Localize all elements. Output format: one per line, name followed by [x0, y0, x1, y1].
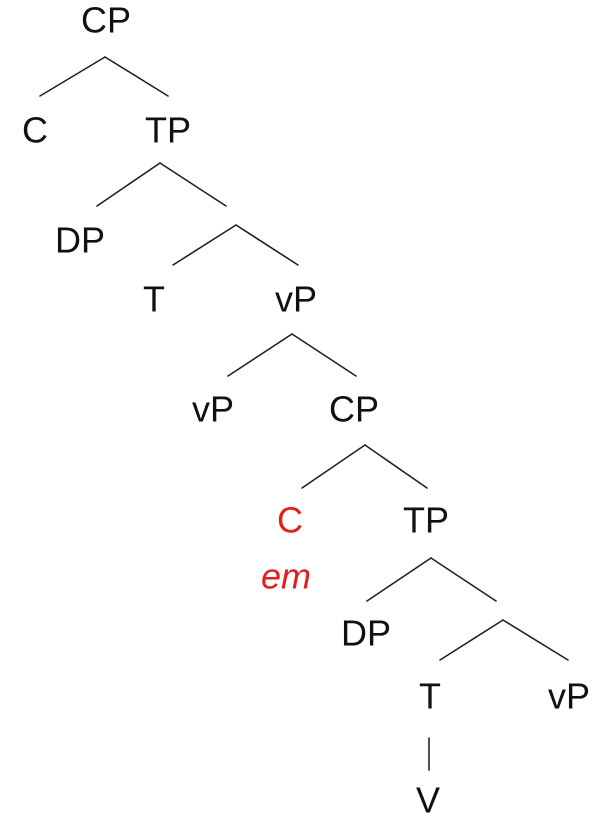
- branch-tp2-to-tbar: [430, 557, 497, 602]
- node-vp-adjoined: vP: [192, 389, 234, 430]
- branch-cp-to-tp: [364, 444, 428, 489]
- branch-tp-to-tbar: [159, 162, 227, 207]
- branch-tbar2-to-vp: [502, 619, 569, 661]
- node-v-head: V: [416, 780, 440, 821]
- branch-cp-root-to-c: [39, 56, 106, 97]
- branch-vp-to-vp: [227, 333, 293, 377]
- branch-tp-to-dp: [96, 162, 161, 207]
- node-tp-embedded: TP: [403, 500, 449, 541]
- branch-tbar-to-t: [172, 224, 237, 266]
- branch-vp-to-cp: [291, 333, 357, 377]
- node-dp-embedded: DP: [341, 613, 391, 654]
- branch-cp-to-c: [301, 444, 366, 489]
- branch-tp2-to-dp: [366, 557, 432, 602]
- node-c-embedded: C: [277, 500, 303, 541]
- node-cp-root: CP: [81, 0, 131, 41]
- branch-tbar-to-vp: [235, 224, 299, 266]
- node-vp-upper: vP: [275, 279, 317, 320]
- branch-tbar2-to-t: [439, 619, 504, 661]
- node-c-top: C: [22, 110, 48, 151]
- node-dp-top: DP: [55, 220, 105, 261]
- branch-cp-root-to-tp: [104, 56, 169, 97]
- node-cp-embedded: CP: [329, 389, 379, 430]
- node-vp-embedded: vP: [548, 676, 590, 717]
- node-complementizer-em: em: [261, 556, 311, 597]
- node-t-embedded: T: [419, 676, 441, 717]
- node-tp-top: TP: [145, 110, 191, 151]
- node-t-top: T: [143, 279, 165, 320]
